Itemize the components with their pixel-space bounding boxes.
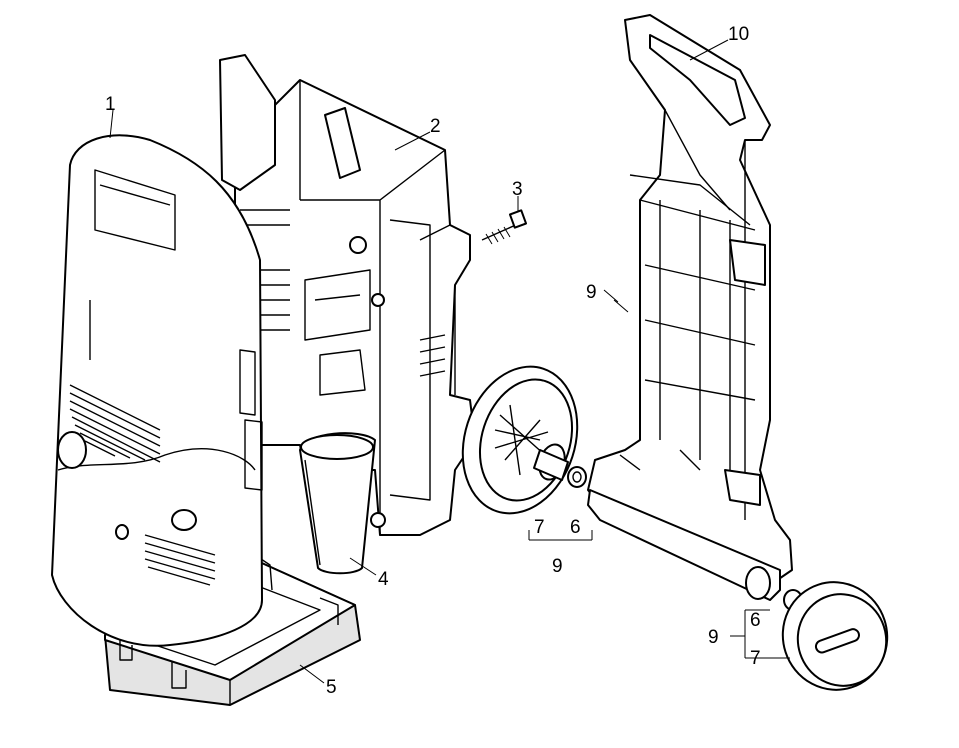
callout-labels: 1 2 3 4 5 6 7 9 9 10 6 9 7 [105,24,761,698]
callout-10: 10 [728,24,749,45]
front-housing [51,134,263,647]
leader-lines [109,39,790,684]
callout-7-right: 7 [750,648,761,669]
screw [481,209,528,245]
callout-6-right: 6 [750,610,761,631]
callout-1: 1 [105,94,116,115]
wheel-right [781,581,889,691]
callout-6-left: 6 [570,517,581,538]
callout-3: 3 [512,179,523,200]
rear-housing [219,54,476,536]
callout-9-right: 9 [708,627,719,648]
cup [299,432,376,575]
handle-frame [587,14,793,601]
callout-5: 5 [326,677,337,698]
callout-7-left: 7 [534,517,545,538]
callout-2: 2 [430,116,441,137]
callout-4: 4 [378,569,389,590]
callout-9-left: 9 [552,556,563,577]
wheel-left [461,365,587,515]
callout-9-frame: 9 [586,282,597,303]
